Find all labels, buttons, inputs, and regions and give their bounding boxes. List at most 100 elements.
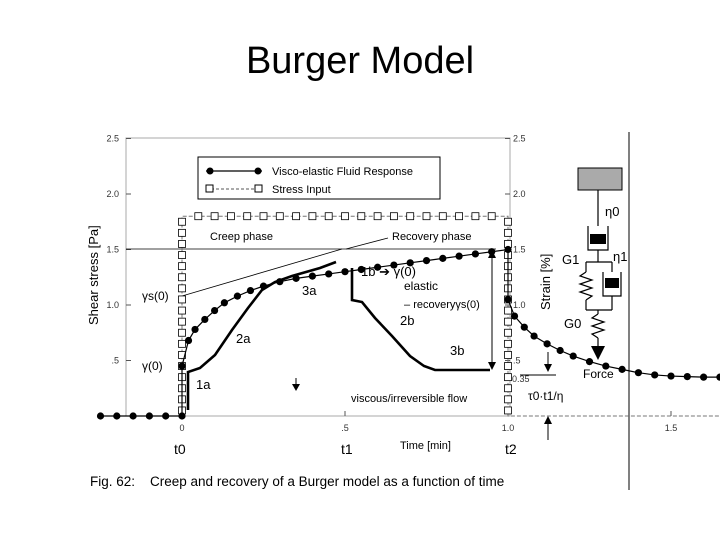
viscous-tangent-line xyxy=(181,248,343,297)
legend-box xyxy=(197,156,441,200)
y-tick-label-right: .5 xyxy=(513,356,521,366)
stress-input-marker xyxy=(504,362,512,370)
x-tick-label: 0 xyxy=(179,423,184,433)
y-tick-label-right: 1.5 xyxy=(513,245,526,255)
response-data-point xyxy=(406,259,414,267)
stress-input-marker xyxy=(504,384,512,393)
annotation-1b: 1b ➔ γ(0) xyxy=(361,264,416,279)
stress-input-marker xyxy=(504,395,512,404)
stress-input-marker xyxy=(504,339,512,348)
stress-input-marker xyxy=(292,212,301,221)
burger-model-diagram: η0 G1 η1 G0 Force xyxy=(562,167,627,381)
x-tick-label: 1.5 xyxy=(665,423,678,433)
stress-input-marker xyxy=(504,217,512,226)
response-data-point xyxy=(357,265,365,274)
stress-input-marker xyxy=(504,328,512,337)
stress-input-marker xyxy=(210,212,219,221)
legend-marker-stress-2 xyxy=(254,184,263,193)
annotation-1a: 1a xyxy=(196,377,211,392)
annotation-viscous: viscous/irreversible flow xyxy=(351,393,467,405)
stress-input-marker xyxy=(226,212,235,221)
x-ticks: 0.51.01.52.0 xyxy=(179,411,678,433)
strain-arrow-top-head xyxy=(544,364,552,372)
response-data-point xyxy=(683,372,691,381)
spring-g0 xyxy=(590,313,606,339)
annotation-recovery-gs: – recoveryγs(0) xyxy=(404,299,480,311)
stress-input-marker xyxy=(504,351,512,359)
response-data-point xyxy=(308,272,316,280)
force-arrow xyxy=(591,346,605,360)
response-data-point xyxy=(504,245,512,254)
recovery-pointer xyxy=(345,237,389,250)
stress-input-marker xyxy=(178,295,186,304)
response-data-point xyxy=(667,372,675,380)
stress-input-marker xyxy=(487,212,496,221)
stress-input-marker xyxy=(259,212,268,221)
response-data-point xyxy=(700,373,708,381)
response-data-point xyxy=(510,312,519,320)
creep-brace xyxy=(186,260,337,410)
stress-input-marker xyxy=(178,284,186,293)
stress-input-marker xyxy=(178,228,186,237)
stress-input-marker xyxy=(455,212,464,221)
stress-input-marker xyxy=(373,212,382,221)
dashpot-eta0-piston xyxy=(590,234,606,244)
slide-title: Burger Model xyxy=(245,40,475,82)
annotation-2a: 2a xyxy=(236,331,251,346)
response-data-point xyxy=(325,270,333,278)
response-data-point xyxy=(520,323,528,331)
stress-input-marker xyxy=(389,212,398,221)
response-data-point xyxy=(455,252,463,260)
response-data-point xyxy=(220,299,228,307)
annotation-2b: 2b xyxy=(400,313,414,328)
recovery-brace xyxy=(350,268,490,372)
legend-marker-response-2 xyxy=(254,167,262,175)
y-extra-right: 0.35 xyxy=(512,374,530,384)
response-data-point xyxy=(211,306,219,315)
stress-input-marker xyxy=(178,251,186,259)
y-tick-label: .5 xyxy=(111,356,119,366)
label-eta1: η1 xyxy=(613,249,627,264)
stress-input-marker xyxy=(438,212,447,221)
stress-input-marker xyxy=(504,317,512,326)
legend-marker-response xyxy=(206,167,214,175)
stress-input-marker xyxy=(308,212,317,221)
response-data-point xyxy=(602,362,610,370)
response-data-point xyxy=(145,412,153,420)
annotation-tau: τ0·t1/η xyxy=(528,389,563,403)
y-tick-label-right: 2.5 xyxy=(513,134,526,144)
annotation-elastic: elastic xyxy=(404,279,438,293)
legend-label-response: Visco-elastic Fluid Response xyxy=(272,166,413,178)
fixed-support xyxy=(577,167,623,191)
stress-input-marker xyxy=(422,212,431,221)
response-data-point xyxy=(569,352,577,360)
label-eta0: η0 xyxy=(605,204,619,219)
response-data-point xyxy=(113,412,121,420)
stress-input-marker xyxy=(406,212,415,221)
response-data-point xyxy=(543,340,551,348)
stress-input-marker xyxy=(357,212,366,221)
strain-arrow-bottom-head xyxy=(544,416,552,424)
stress-input-marker xyxy=(194,212,203,221)
response-data-point xyxy=(439,254,447,262)
x-tick-label: .5 xyxy=(341,423,349,433)
annotation-gamma0: γ(0) xyxy=(142,359,163,373)
label-g0: G0 xyxy=(564,316,581,331)
annotation-gamma-s0: γs(0) xyxy=(142,289,169,303)
stress-input-marker xyxy=(324,212,333,221)
legend-label-stress: Stress Input xyxy=(272,184,331,196)
stress-input-marker xyxy=(178,317,186,326)
y-tick-label-right: 1.0 xyxy=(513,300,526,310)
stress-input-marker xyxy=(341,212,349,221)
response-data-point xyxy=(585,358,594,366)
response-data-point xyxy=(233,292,242,300)
response-data-point xyxy=(184,336,193,345)
stress-input-marker xyxy=(178,328,186,337)
response-data-point xyxy=(129,412,137,420)
stress-input-marker xyxy=(243,212,252,221)
response-data-point xyxy=(530,332,538,340)
response-data-point xyxy=(341,268,349,276)
stress-input-marker xyxy=(178,240,186,248)
elastic-arrow-head-up xyxy=(488,250,496,258)
stress-input-marker xyxy=(178,262,186,271)
